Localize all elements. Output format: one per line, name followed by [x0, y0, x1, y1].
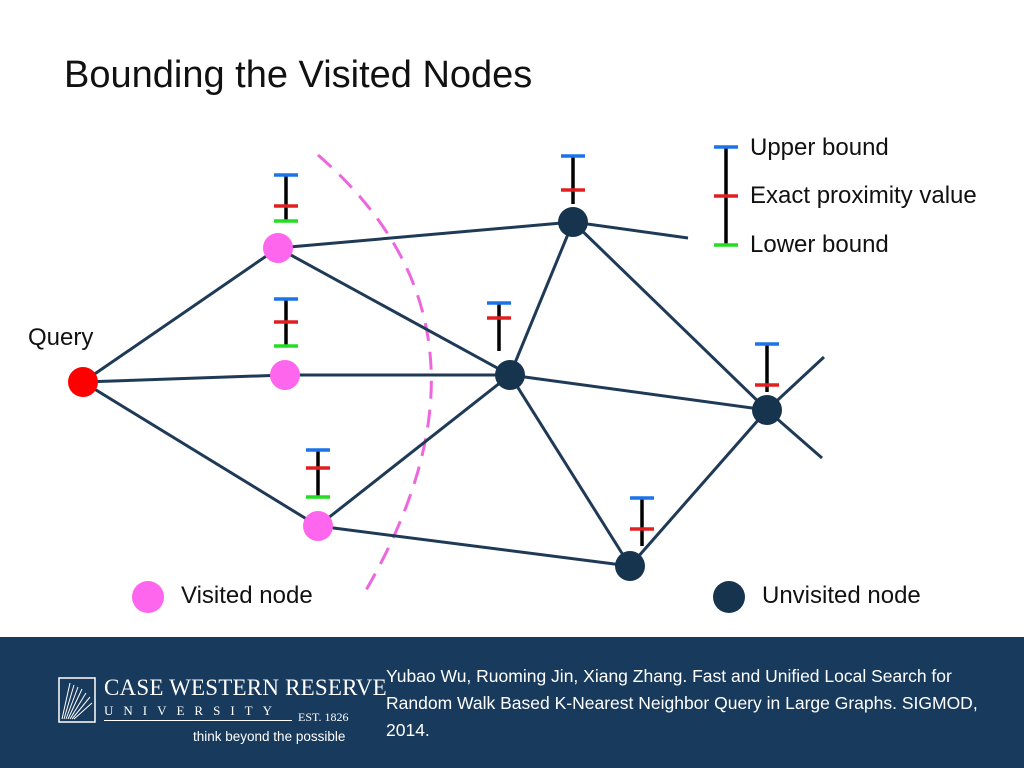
logo-tagline: think beyond the possible	[193, 729, 346, 744]
legend-visited-swatch	[132, 581, 164, 613]
graph-edge	[317, 524, 631, 568]
legend-lower-label: Lower bound	[750, 231, 889, 258]
page-title: Bounding the Visited Nodes	[64, 54, 533, 96]
visited-node	[270, 360, 300, 390]
legend-upper-label: Upper bound	[750, 134, 889, 161]
visited-node	[263, 233, 293, 263]
graph-edge	[82, 380, 319, 528]
graph-edge	[628, 409, 769, 567]
legend-bound-symbol	[714, 145, 738, 247]
graph-edge	[317, 373, 511, 528]
bound-marker-unvisited-1	[561, 154, 585, 204]
unvisited-node	[558, 207, 588, 237]
unvisited-node	[752, 395, 782, 425]
bound-marker-unvisited-3	[755, 342, 779, 392]
visited-node	[303, 511, 333, 541]
bound-marker-visited-3	[306, 448, 330, 499]
legend-unvisited-label: Unvisited node	[762, 582, 921, 609]
logo-rule	[104, 720, 292, 721]
logo-mark-icon	[58, 677, 96, 723]
logo-est: EST. 1826	[298, 710, 349, 724]
query-node	[68, 367, 98, 397]
bound-marker-unvisited-4	[630, 496, 654, 546]
legend-exact-label: Exact proximity value	[750, 182, 977, 209]
logo-wordmark-line1: CASE WESTERN RESERVE	[104, 675, 387, 700]
graph-edge	[82, 246, 279, 384]
graph-edge	[509, 373, 768, 412]
unvisited-node	[615, 551, 645, 581]
query-label: Query	[28, 324, 94, 351]
graph-edges	[82, 220, 826, 568]
graph-edge	[277, 246, 511, 377]
graph-edge	[571, 220, 769, 412]
graph-edge	[508, 374, 632, 567]
unvisited-node	[495, 360, 525, 390]
bound-marker-visited-2	[274, 297, 298, 348]
bound-marker-unvisited-2	[487, 301, 511, 351]
visited-boundary-arc	[317, 153, 433, 598]
bound-marker-visited-1	[274, 173, 298, 223]
legend-visited-label: Visited node	[181, 582, 313, 609]
footer-bar: CASE WESTERN RESERVE UNIVERSITY EST. 182…	[0, 637, 1024, 768]
university-logo: CASE WESTERN RESERVE UNIVERSITY EST. 182…	[58, 669, 387, 749]
graph-edge	[572, 220, 689, 240]
graph-edge	[508, 221, 575, 376]
graph-edge	[82, 373, 286, 384]
graph-edge	[277, 220, 574, 250]
citation-text: Yubao Wu, Ruoming Jin, Xiang Zhang. Fast…	[386, 666, 978, 740]
graph-diagram	[68, 145, 826, 613]
legend-unvisited-swatch	[713, 581, 745, 613]
logo-wordmark-line2: UNIVERSITY	[104, 703, 282, 718]
